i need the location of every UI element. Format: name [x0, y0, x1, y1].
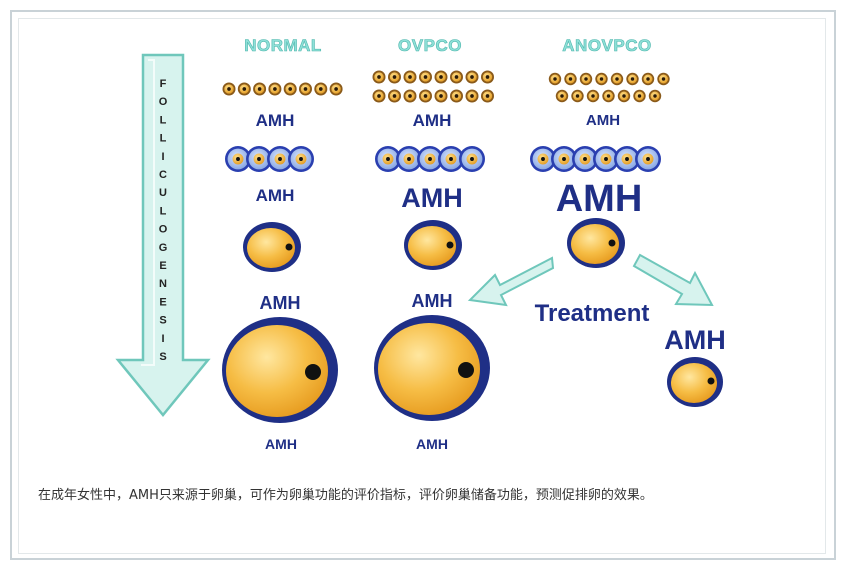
caption-text: 在成年女性中，AMH只来源于卵巢，可作为卵巢功能的评价指标，评价卵巢储备功能，预…: [38, 488, 653, 503]
amh-normal-2: AMH: [256, 186, 295, 205]
header-anovpco: ANOVPCO: [562, 36, 651, 55]
secondary-follicle-anovpco: [614, 146, 640, 172]
amh-ovpco-1: AMH: [413, 111, 452, 130]
primordial-follicle-anovpco: [602, 89, 615, 103]
primordial-follicle-ovpco: [465, 70, 479, 84]
amh-normal-1: AMH: [256, 111, 295, 130]
primordial-follicle-anovpco: [555, 89, 569, 103]
amh-ovpco-4: AMH: [416, 436, 448, 452]
folliculogenesis-arrow: [115, 53, 211, 417]
folliculogenesis-letter: O: [159, 224, 168, 236]
primordial-follicle-ovpco: [450, 89, 463, 103]
secondary-follicle-anovpco: [530, 146, 556, 172]
amh-normal-3: AMH: [260, 293, 301, 313]
secondary-follicle-ovpco: [417, 146, 443, 172]
primordial-follicle-anovpco: [633, 89, 646, 103]
primordial-follicle-normal: [329, 82, 343, 96]
primordial-follicle-anovpco: [586, 89, 600, 103]
primordial-follicle-ovpco: [419, 89, 432, 103]
secondary-follicle-ovpco: [459, 146, 485, 172]
secondary-follicle-normal: [225, 146, 251, 172]
primordial-follicle-anovpco: [579, 72, 593, 86]
primordial-follicle-ovpco: [434, 70, 448, 84]
primordial-follicle-ovpco: [419, 70, 432, 84]
primordial-follicle-ovpco: [481, 89, 494, 103]
treatment-label: Treatment: [535, 300, 650, 327]
folliculogenesis-letter: E: [159, 260, 166, 272]
folliculogenesis-letter: I: [161, 333, 164, 345]
primordial-follicle-ovpco: [434, 89, 448, 103]
primordial-follicle-ovpco: [450, 70, 463, 84]
preovulatory-follicle-ovpco: [374, 315, 490, 421]
amh-anovpco-1: AMH: [586, 112, 620, 129]
primordial-follicle-anovpco: [657, 72, 670, 86]
secondary-follicle-anovpco: [593, 146, 619, 172]
primordial-follicle-anovpco: [595, 72, 608, 86]
header-ovpco: OVPCO: [398, 36, 462, 55]
amh-anovpco-2: AMH: [556, 178, 643, 220]
primordial-follicle-anovpco: [626, 72, 639, 86]
folliculogenesis-letter: F: [160, 78, 167, 90]
folliculogenesis-letter: I: [161, 151, 164, 163]
folliculogenesis-letter: C: [159, 169, 167, 181]
primordial-follicle-ovpco: [372, 89, 386, 103]
secondary-follicle-ovpco: [396, 146, 422, 172]
primordial-follicle-ovpco: [403, 89, 417, 103]
antral-follicle-anovpco: [567, 218, 625, 268]
preovulatory-follicle-normal: [222, 317, 338, 423]
primordial-follicle-ovpco: [465, 89, 479, 103]
antral-follicle-ovpco: [404, 220, 462, 270]
header-normal: NORMAL: [244, 36, 322, 55]
primordial-follicle-anovpco: [617, 89, 631, 103]
secondary-follicle-anovpco: [572, 146, 598, 172]
secondary-follicle-normal: [288, 146, 314, 172]
folliculogenesis-letter: E: [159, 296, 166, 308]
amh-treated: AMH: [664, 325, 726, 355]
primordial-follicle-normal: [237, 82, 251, 96]
amh-normal-4: AMH: [265, 436, 297, 452]
primordial-follicle-anovpco: [564, 72, 577, 86]
treatment-arrow-left: [467, 256, 555, 307]
secondary-follicle-normal: [267, 146, 293, 172]
primordial-follicle-anovpco: [648, 89, 662, 103]
primordial-follicle-normal: [222, 82, 236, 96]
secondary-follicle-anovpco: [551, 146, 577, 172]
antral-follicle-normal: [243, 222, 301, 272]
primordial-follicle-normal: [268, 82, 282, 96]
primordial-follicle-anovpco: [571, 89, 584, 103]
primordial-follicle-normal: [283, 82, 297, 96]
image-border: [18, 18, 826, 554]
primordial-follicle-normal: [299, 82, 312, 96]
folliculogenesis-letter: G: [159, 242, 168, 254]
folliculogenesis-letter: U: [159, 187, 167, 199]
primordial-follicle-anovpco: [641, 72, 655, 86]
primordial-follicle-ovpco: [481, 70, 494, 84]
folliculogenesis-letter: L: [160, 114, 167, 126]
primordial-follicle-normal: [253, 82, 267, 96]
secondary-follicle-ovpco: [375, 146, 401, 172]
secondary-follicle-ovpco: [438, 146, 464, 172]
folliculogenesis-letter: L: [160, 205, 167, 217]
primordial-follicle-ovpco: [403, 70, 417, 84]
folliculogenesis-letter: L: [160, 133, 167, 145]
primordial-follicle-normal: [314, 82, 328, 96]
folliculogenesis-letter: N: [159, 278, 167, 290]
secondary-follicle-normal: [246, 146, 272, 172]
secondary-follicle-anovpco: [635, 146, 661, 172]
folliculogenesis-letter: O: [159, 96, 168, 108]
treated-follicle: [667, 357, 723, 407]
amh-ovpco-2: AMH: [401, 183, 463, 213]
treatment-arrow-right: [632, 253, 714, 307]
folliculogenesis-letter: S: [159, 315, 166, 327]
primordial-follicle-ovpco: [372, 70, 386, 84]
primordial-follicle-ovpco: [388, 70, 401, 84]
amh-ovpco-3: AMH: [412, 291, 453, 311]
folliculogenesis-letter: S: [159, 351, 166, 363]
primordial-follicle-anovpco: [610, 72, 624, 86]
primordial-follicle-ovpco: [388, 89, 401, 103]
primordial-follicle-anovpco: [548, 72, 562, 86]
